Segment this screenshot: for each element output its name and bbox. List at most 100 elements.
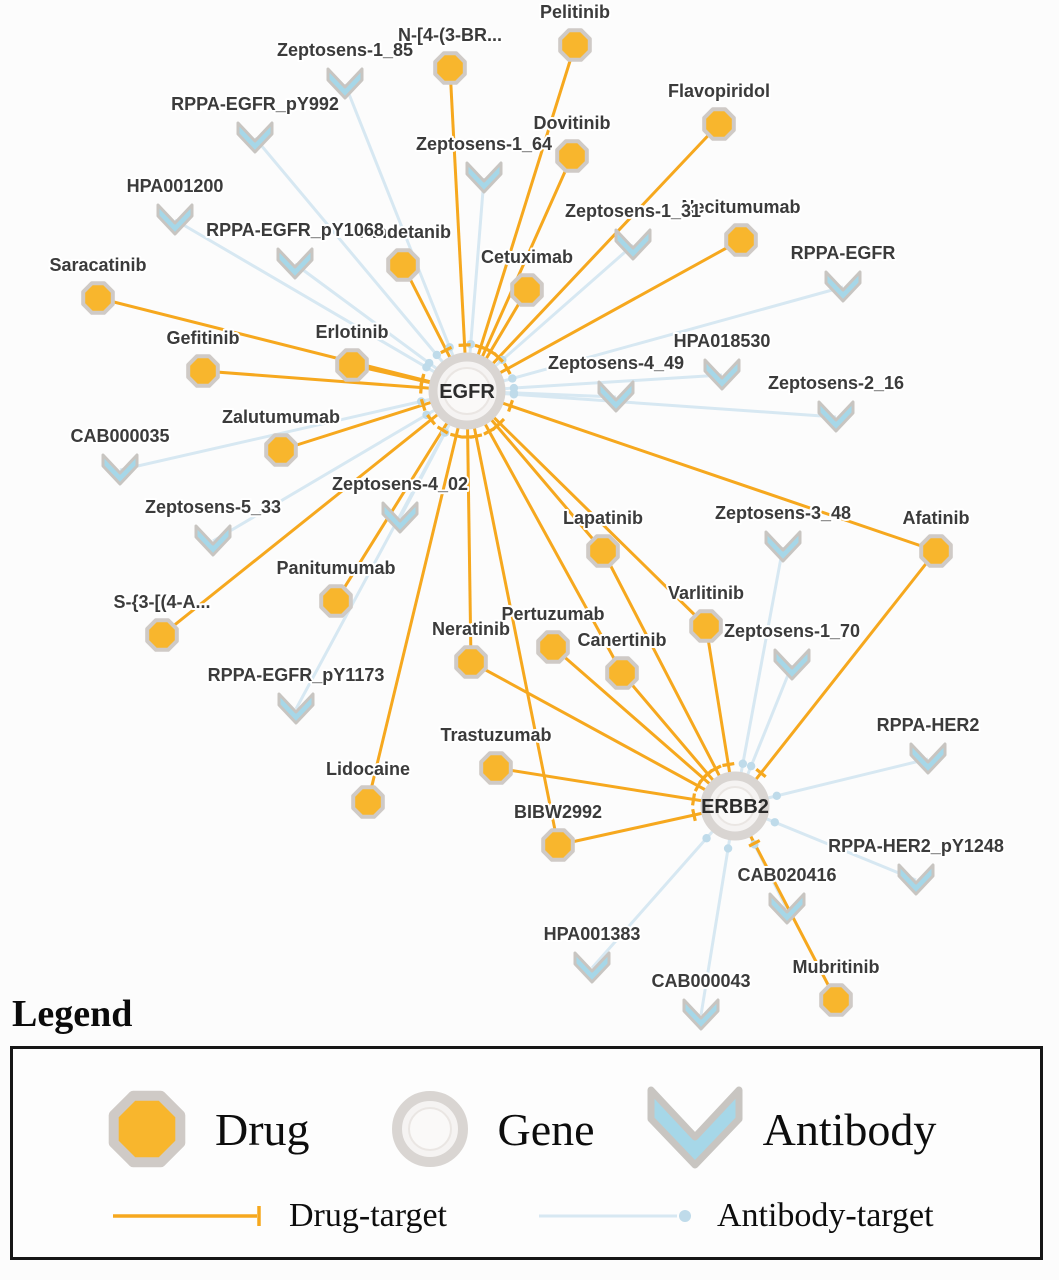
gene-node-inner-erbb2 bbox=[715, 786, 755, 826]
drug-target-edge-dovitinib bbox=[465, 155, 574, 392]
drug-edge-tee-n-4-3-br bbox=[458, 343, 471, 347]
antibody-target-edge-hpa018530 bbox=[466, 373, 723, 393]
node-label-canertinib: Canertinib bbox=[577, 630, 666, 650]
node-label-rppa-egfr-py992: RPPA-EGFR_pY992 bbox=[171, 94, 339, 114]
drug-edge-tee-necitumumab bbox=[502, 362, 512, 375]
antibody-node-zeptosens-1-64 bbox=[465, 161, 503, 194]
antibody-edge-dot-rppa-egfr-py992 bbox=[432, 350, 442, 360]
antibody-node-zeptosens-4-02 bbox=[381, 501, 419, 534]
node-label-zeptosens-5-33: Zeptosens-5_33 bbox=[145, 497, 281, 517]
drug-target-edge-saracatinib bbox=[97, 296, 468, 393]
antibody-node-rppa-egfr bbox=[824, 270, 862, 303]
drug-node-dovitinib bbox=[555, 139, 589, 173]
drug-edge-tee-varlitinib bbox=[494, 417, 506, 429]
drug-node-pertuzumab bbox=[536, 630, 570, 664]
node-label-s-3-4-a: S-{3-[(4-A... bbox=[113, 592, 210, 612]
node-label-lidocaine: Lidocaine bbox=[326, 759, 410, 779]
node-label-rppa-her2: RPPA-HER2 bbox=[877, 715, 980, 735]
node-label-varlitinib: Varlitinib bbox=[668, 583, 744, 603]
antibody-target-edge-icon bbox=[538, 1210, 691, 1222]
drug-node-canertinib bbox=[605, 656, 639, 690]
antibody-target-edge-cab000035 bbox=[119, 389, 468, 472]
drug-edge-tee-afatinib bbox=[507, 399, 514, 413]
legend-label-drug-target: Drug-target bbox=[289, 1197, 447, 1234]
node-label-necitumumab: Necitumumab bbox=[681, 197, 800, 217]
drug-node-flavopiridol bbox=[702, 107, 736, 141]
node-label-hpa001200: HPA001200 bbox=[127, 176, 224, 196]
antibody-edge-dot-cab000043 bbox=[723, 844, 733, 853]
node-label-neratinib: Neratinib bbox=[432, 619, 510, 639]
node-label-zeptosens-1-31: Zeptosens-1_31 bbox=[565, 201, 701, 221]
antibody-target-edge-zeptosens-2-16 bbox=[466, 389, 837, 419]
gene-icon bbox=[391, 1091, 468, 1167]
legend-node-row: Drug Gene Antibody bbox=[13, 1075, 1040, 1183]
drug-node-saracatinib bbox=[81, 281, 115, 315]
drug-target-edge-n-4-3-br bbox=[448, 67, 469, 392]
antibody-node-zeptosens-2-16 bbox=[817, 400, 855, 433]
antibody-node-rppa-her2-py1248 bbox=[897, 863, 935, 896]
antibody-edge-dot-rppa-egfr bbox=[508, 374, 517, 383]
drug-node-varlitinib bbox=[689, 609, 723, 643]
drug-edge-tee-afatinib bbox=[755, 768, 767, 778]
node-label-vandetanib: Vandetanib bbox=[355, 222, 451, 242]
drug-target-edge-bibw2992 bbox=[465, 390, 560, 846]
drug-target-edge-trastuzumab bbox=[495, 766, 736, 808]
node-label-dovitinib: Dovitinib bbox=[534, 113, 611, 133]
drug-target-edge-mubritinib bbox=[733, 805, 838, 1001]
drug-node-necitumumab bbox=[724, 223, 758, 257]
antibody-edge-dot-rppa-her2 bbox=[772, 791, 781, 801]
antibody-edge-dot-zeptosens-1-70 bbox=[746, 761, 756, 771]
drug-edge-tee-bibw2992 bbox=[469, 433, 483, 439]
legend-edge-row: Drug-target Antibody-target bbox=[13, 1197, 1040, 1235]
node-label-rppa-her2-py1248: RPPA-HER2_pY1248 bbox=[828, 836, 1004, 856]
antibody-node-cab020416 bbox=[768, 892, 806, 925]
drug-target-edge-icon bbox=[113, 1206, 261, 1226]
node-label-bibw2992: BIBW2992 bbox=[514, 802, 602, 822]
drug-node-cetuximab bbox=[510, 273, 544, 307]
legend-label-gene: Gene bbox=[497, 1103, 595, 1155]
gene-node-inner-egfr bbox=[443, 367, 491, 415]
node-label-zeptosens-2-16: Zeptosens-2_16 bbox=[768, 373, 904, 393]
node-label-panitumumab: Panitumumab bbox=[276, 558, 395, 578]
drug-edge-tee-erlotinib bbox=[419, 374, 426, 388]
drug-edge-tee-cetuximab bbox=[484, 347, 497, 356]
drug-edge-tee-trastuzumab bbox=[690, 793, 697, 806]
drug-edge-tee-bibw2992 bbox=[691, 808, 697, 822]
antibody-edge-dot-zeptosens-2-16 bbox=[509, 390, 519, 399]
node-label-cab000035: CAB000035 bbox=[70, 426, 169, 446]
drug-edge-tee-mubritinib bbox=[748, 839, 761, 848]
legend-box: Drug Gene Antibody Drug-target Antibody-… bbox=[10, 1046, 1043, 1260]
node-label-pertuzumab: Pertuzumab bbox=[501, 604, 604, 624]
drug-target-edge-afatinib bbox=[466, 389, 937, 553]
drug-edge-tee-canertinib bbox=[483, 427, 496, 436]
drug-node-zalutumumab bbox=[264, 433, 298, 467]
antibody-target-edge-rppa-egfr-py1173 bbox=[294, 390, 469, 710]
drug-target-edge-lidocaine bbox=[366, 390, 469, 803]
drug-edge-tee-varlitinib bbox=[722, 762, 735, 768]
drug-target-edge-varlitinib bbox=[465, 389, 708, 628]
node-label-lapatinib: Lapatinib bbox=[563, 508, 643, 528]
drug-target-edge-flavopiridol bbox=[465, 122, 721, 393]
drug-edge-tee-panitumumab bbox=[436, 425, 449, 435]
antibody-edge-dot-zeptosens-3-48 bbox=[738, 759, 748, 768]
antibody-node-hpa018530 bbox=[703, 358, 741, 391]
node-label-rppa-egfr: RPPA-EGFR bbox=[791, 243, 896, 263]
gene-label-erbb2: ERBB2 bbox=[701, 796, 769, 818]
antibody-node-zeptosens-1-85 bbox=[326, 67, 364, 100]
legend-label-antibody-target: Antibody-target bbox=[716, 1197, 934, 1234]
drug-edge-tee-flavopiridol bbox=[493, 352, 505, 363]
node-label-mubritinib: Mubritinib bbox=[793, 957, 880, 977]
drug-node-lidocaine bbox=[351, 785, 385, 819]
drug-edge-tee-vandetanib bbox=[440, 345, 453, 355]
node-label-afatinib: Afatinib bbox=[903, 508, 970, 528]
drug-node-pelitinib bbox=[558, 28, 592, 62]
node-label-cab000043: CAB000043 bbox=[651, 971, 750, 991]
drug-node-gefitinib bbox=[186, 354, 220, 388]
drug-target-edge-canertinib bbox=[465, 390, 624, 674]
drug-node-vandetanib bbox=[386, 248, 420, 282]
antibody-target-edge-rppa-egfr-py992 bbox=[253, 137, 469, 392]
node-label-zeptosens-1-64: Zeptosens-1_64 bbox=[416, 134, 552, 154]
node-label-cab020416: CAB020416 bbox=[737, 865, 836, 885]
legend-title: Legend bbox=[12, 993, 133, 1035]
antibody-target-edge-cab000043 bbox=[699, 805, 737, 1016]
